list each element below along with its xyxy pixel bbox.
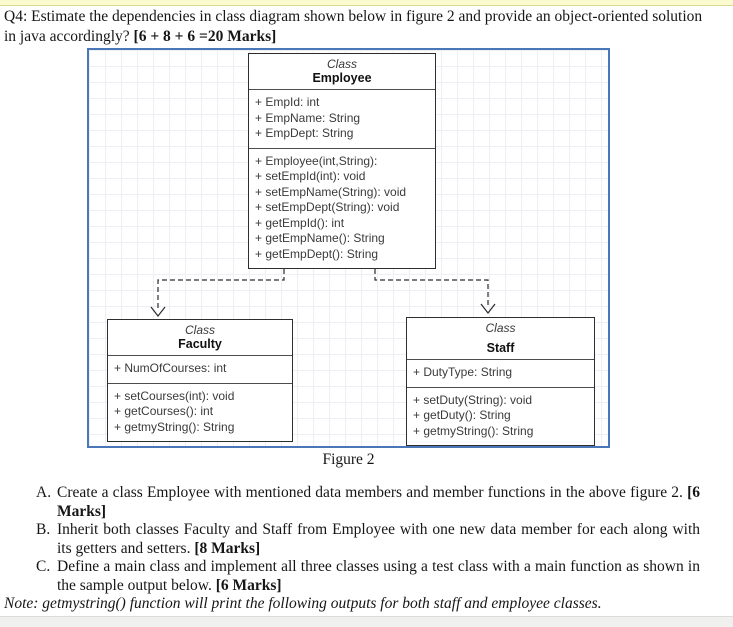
method-row: + setCourses(int): void: [114, 388, 235, 403]
class-stereotype: Class: [485, 321, 516, 335]
task-item-b: B. Inherit both classes Faculty and Staf…: [36, 521, 700, 558]
task-marker: B.: [36, 521, 51, 539]
question-header: Q4: Estimate the dependencies in class d…: [4, 7, 710, 46]
attributes-compartment: + NumOfCourses: int: [108, 356, 292, 384]
class-stereotype: Class: [326, 57, 357, 71]
method-row: + getEmpId(): int: [255, 215, 345, 230]
attribute-row: + NumOfCourses: int: [114, 361, 227, 375]
attribute-row: + EmpDept: String: [255, 126, 354, 140]
method-row: + setEmpName(String): void: [255, 184, 407, 199]
bottom-strip: [0, 616, 733, 627]
dependency-arrow-employee-to-staff: [374, 261, 496, 314]
methods-compartment: + setDuty(String): void + getDuty(): Str…: [407, 388, 594, 446]
diagram-canvas: Class Employee + EmpId: int + EmpName: S…: [87, 48, 610, 448]
task-text: Inherit both classes Faculty and Staff f…: [57, 521, 700, 557]
attributes-compartment: + DutyType: String: [407, 360, 594, 388]
method-row: + getmyString(): String: [114, 419, 235, 434]
task-marker: C.: [36, 558, 51, 576]
attributes-compartment: + EmpId: int + EmpName: String + EmpDept…: [249, 90, 435, 149]
dependency-arrows: [150, 261, 496, 317]
figure-caption: Figure 2: [322, 451, 375, 468]
method-row: + getmyString(): String: [413, 423, 534, 438]
task-item-c: C. Define a main class and implement all…: [36, 558, 700, 595]
question-marks: [6 + 8 + 6 =20 Marks]: [133, 27, 277, 45]
method-row: + setEmpDept(String): void: [255, 200, 400, 214]
method-row: + getDuty(): String: [413, 408, 511, 422]
dependency-arrow-employee-to-faculty: [150, 261, 285, 317]
attribute-row: + EmpName: String: [255, 110, 361, 125]
task-text: Create a class Employee with mentioned d…: [57, 484, 683, 501]
question-text: Q4: Estimate the dependencies in class d…: [4, 8, 703, 45]
method-row: + setDuty(String): void: [413, 392, 533, 407]
class-header-faculty: Class Faculty: [108, 320, 292, 356]
class-name: Staff: [486, 341, 515, 355]
class-stereotype: Class: [184, 323, 215, 337]
class-name: Employee: [312, 71, 372, 85]
task-item-a: A. Create a class Employee with mentione…: [36, 484, 700, 521]
class-header-employee: Class Employee: [249, 54, 435, 90]
task-marker: A.: [36, 484, 52, 501]
method-row: + getCourses(): int: [114, 404, 214, 418]
uml-class-faculty: Class Faculty + NumOfCourses: int + setC…: [107, 319, 293, 442]
top-highlight-bar: [0, 0, 733, 6]
task-marks: [6 Marks]: [215, 576, 282, 594]
note-line: Note: getmystring() function will print …: [4, 595, 602, 612]
methods-compartment: + setCourses(int): void + getCourses(): …: [108, 384, 292, 442]
uml-class-employee: Class Employee + EmpId: int + EmpName: S…: [248, 53, 436, 269]
method-row: + getEmpName(): String: [255, 231, 385, 245]
class-header-staff: Class Staff: [407, 318, 594, 360]
method-row: + getEmpDept(): String: [255, 246, 379, 261]
method-row: + setEmpId(int): void: [255, 169, 366, 183]
task-marks: [8 Marks]: [194, 539, 261, 557]
task-text: Define a main class and implement all th…: [57, 558, 700, 594]
task-marks: [6 Marks]: [57, 484, 700, 520]
attribute-row: + DutyType: String: [413, 365, 513, 379]
methods-compartment: + Employee(int,String): + setEmpId(int):…: [249, 149, 435, 269]
method-row: + Employee(int,String):: [255, 153, 378, 168]
attribute-row: + EmpId: int: [255, 95, 320, 109]
uml-class-staff: Class Staff + DutyType: String + setDuty…: [406, 317, 595, 446]
class-name: Faculty: [178, 337, 222, 351]
task-list: A. Create a class Employee with mentione…: [36, 484, 700, 596]
